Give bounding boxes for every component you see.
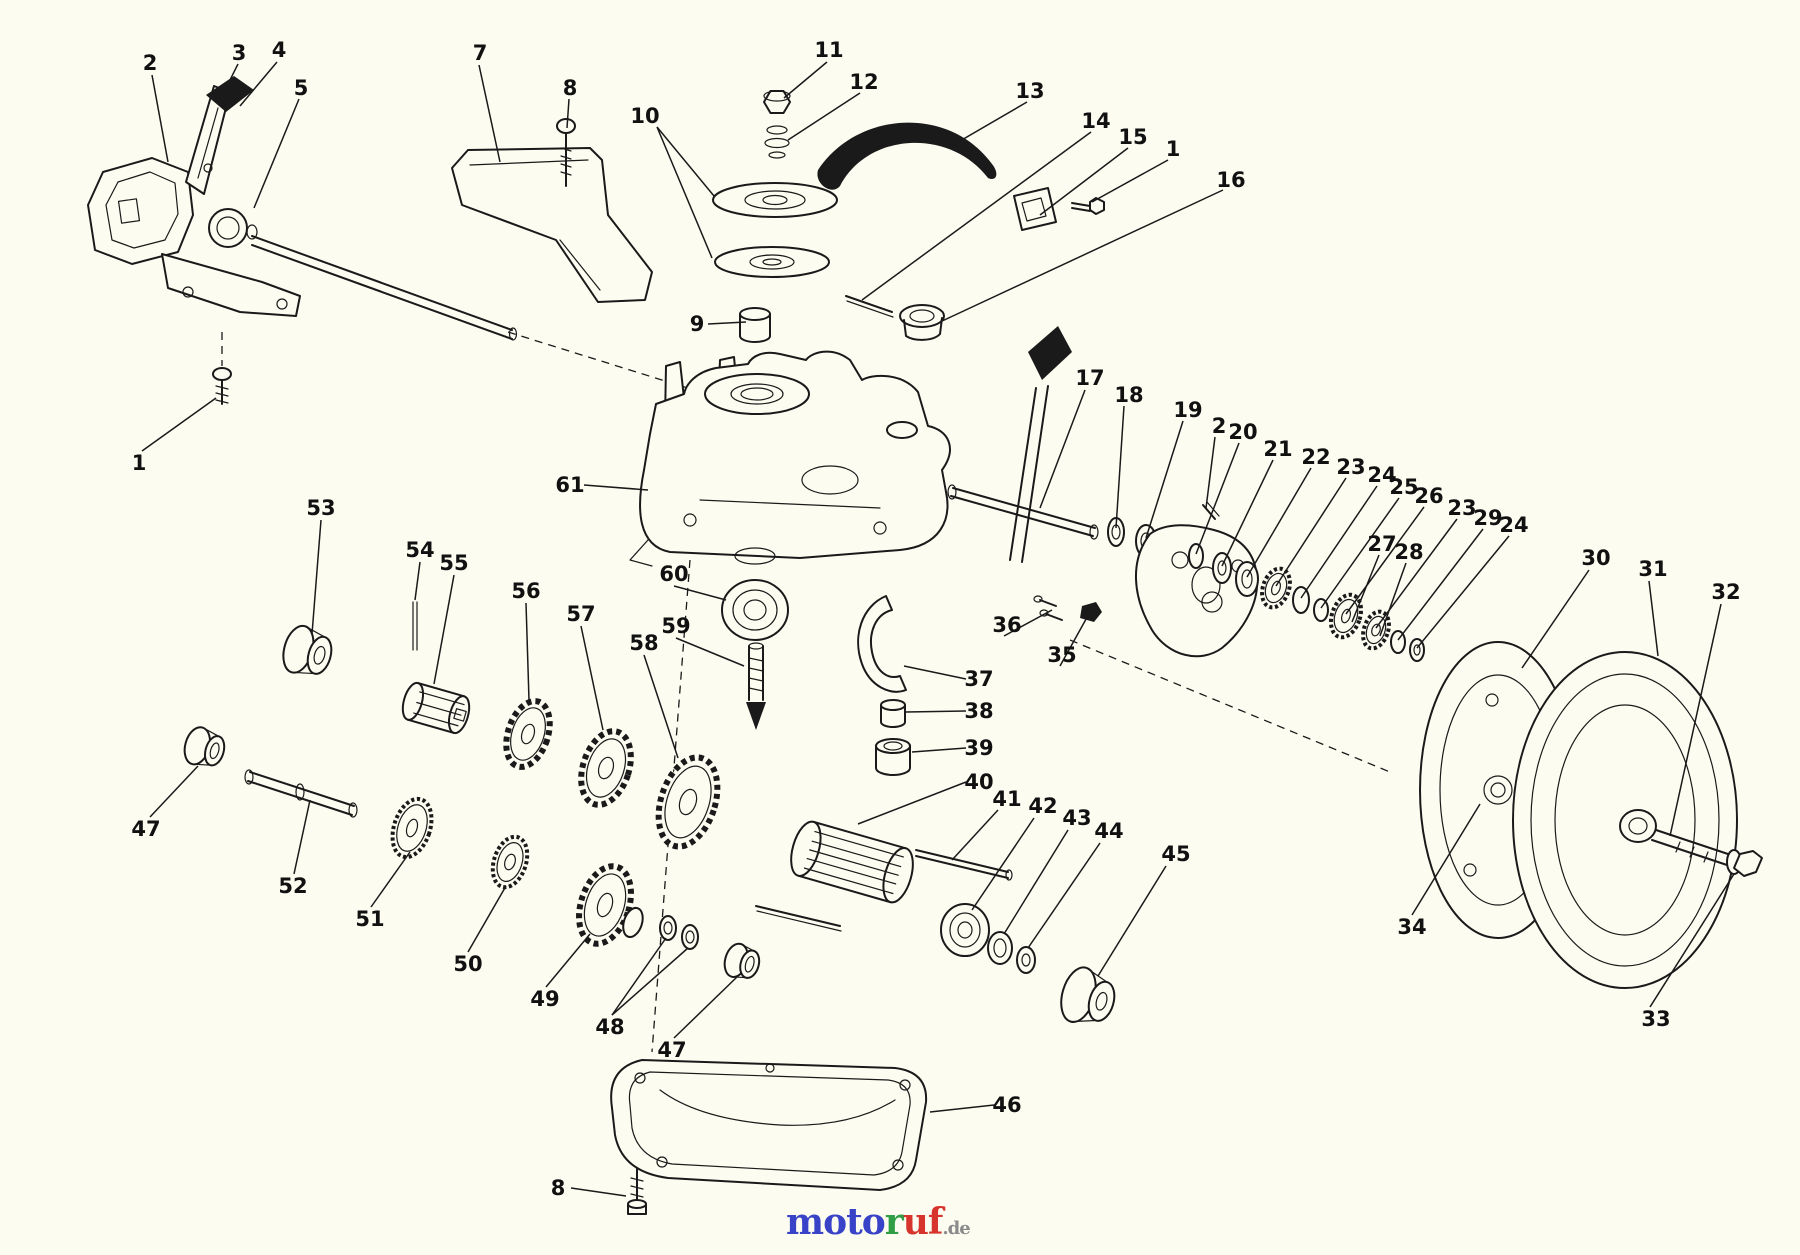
- part-number-label: 40: [964, 770, 994, 794]
- part-number-label: 2: [1211, 414, 1227, 438]
- part-number-label: 13: [1015, 79, 1045, 103]
- leader-lines: [141, 61, 1735, 1197]
- part-number-label: 24: [1367, 463, 1397, 487]
- part-number-label: 39: [964, 736, 994, 760]
- part-number-label: 45: [1161, 842, 1191, 866]
- watermark-logo[interactable]: motoruf.de: [786, 1201, 971, 1243]
- part-number-label: 35: [1047, 643, 1077, 667]
- part-number-label: 36: [992, 613, 1022, 637]
- part-number-label: 42: [1028, 794, 1058, 818]
- dashed-assembly-lines: [221, 331, 1391, 1053]
- pulley-stack: [712, 90, 838, 343]
- part-number-label: 1: [131, 451, 147, 475]
- part-number-label: 46: [992, 1093, 1022, 1117]
- part-number-label: 60: [659, 562, 689, 586]
- part-number-label: 51: [355, 907, 385, 931]
- gearbox-housing: [629, 350, 951, 567]
- part-number-label: 47: [657, 1038, 687, 1062]
- part-number-label: 43: [1062, 806, 1092, 830]
- part-number-label: 44: [1094, 819, 1124, 843]
- guard-bracket: [451, 118, 653, 303]
- part-number-label: 1: [1165, 137, 1181, 161]
- watermark-segment: uf: [902, 1201, 944, 1243]
- part-number-label: 8: [562, 76, 578, 100]
- part-number-label: 10: [630, 104, 660, 128]
- part-number-label: 26: [1414, 484, 1444, 508]
- part-number-label: 22: [1301, 445, 1331, 469]
- part-number-label: 15: [1118, 125, 1148, 149]
- part-number-label: 55: [439, 551, 469, 575]
- part-number-label: 7: [472, 41, 488, 65]
- part-number-label: 3: [231, 41, 247, 65]
- part-number-label: 37: [964, 667, 994, 691]
- part-number-label: 61: [555, 473, 585, 497]
- part-number-label: 8: [550, 1176, 566, 1200]
- part-number-label: 17: [1075, 366, 1105, 390]
- part-number-label: 14: [1081, 109, 1111, 133]
- part-number-label: 56: [511, 579, 541, 603]
- bearing-and-pinion: [721, 579, 789, 730]
- part-number-label: 18: [1114, 383, 1144, 407]
- watermark-segment: r: [884, 1201, 904, 1243]
- part-number-label: 57: [566, 602, 596, 626]
- part-number-label: 33: [1641, 1007, 1671, 1031]
- watermark-segment: moto: [786, 1201, 886, 1243]
- control-lever-assembly: [87, 76, 518, 405]
- small-hardware-top: [845, 187, 1105, 563]
- part-number-label: 54: [405, 538, 435, 562]
- part-number-label: 2: [142, 51, 158, 75]
- part-number-label: 21: [1263, 437, 1293, 461]
- part-number-label: 48: [595, 1015, 625, 1039]
- part-number-label: 9: [689, 312, 705, 336]
- part-number-label: 11: [814, 38, 844, 62]
- part-number-label: 12: [849, 70, 879, 94]
- part-number-label: 27: [1367, 532, 1397, 556]
- part-number-label: 32: [1711, 580, 1741, 604]
- part-number-label: 38: [964, 699, 994, 723]
- part-number-label: 28: [1394, 540, 1424, 564]
- clutch-drum-parts: [755, 820, 1116, 1023]
- part-number-label: 5: [293, 76, 309, 100]
- drive-belt: [817, 122, 997, 190]
- oil-pan: [610, 1059, 928, 1215]
- part-number-label: 30: [1581, 546, 1611, 570]
- part-number-label: 4: [271, 38, 287, 62]
- part-number-label: 23: [1336, 455, 1366, 479]
- part-number-label: 58: [629, 631, 659, 655]
- part-number-label: 41: [992, 787, 1022, 811]
- part-number-label: 20: [1228, 420, 1258, 444]
- part-number-label: 16: [1216, 168, 1246, 192]
- watermark-segment: .de: [942, 1218, 970, 1239]
- wheel-assembly: [1419, 641, 1763, 989]
- part-number-label: 25: [1389, 475, 1419, 499]
- part-number-label: 31: [1638, 557, 1668, 581]
- part-number-label: 23: [1447, 496, 1477, 520]
- part-number-label: 52: [278, 874, 308, 898]
- part-number-label: 29: [1473, 506, 1503, 530]
- shift-fork-parts: [857, 595, 911, 776]
- axle-assembly: [947, 484, 1425, 662]
- gear-train: [183, 601, 761, 979]
- part-number-label: 49: [530, 987, 560, 1011]
- part-number-label: 53: [306, 496, 336, 520]
- part-number-label: 47: [131, 817, 161, 841]
- part-number-label: 59: [661, 614, 691, 638]
- part-number-label: 34: [1397, 915, 1427, 939]
- part-number-label: 19: [1173, 398, 1203, 422]
- part-number-label: 50: [453, 952, 483, 976]
- part-number-label: 24: [1499, 513, 1529, 537]
